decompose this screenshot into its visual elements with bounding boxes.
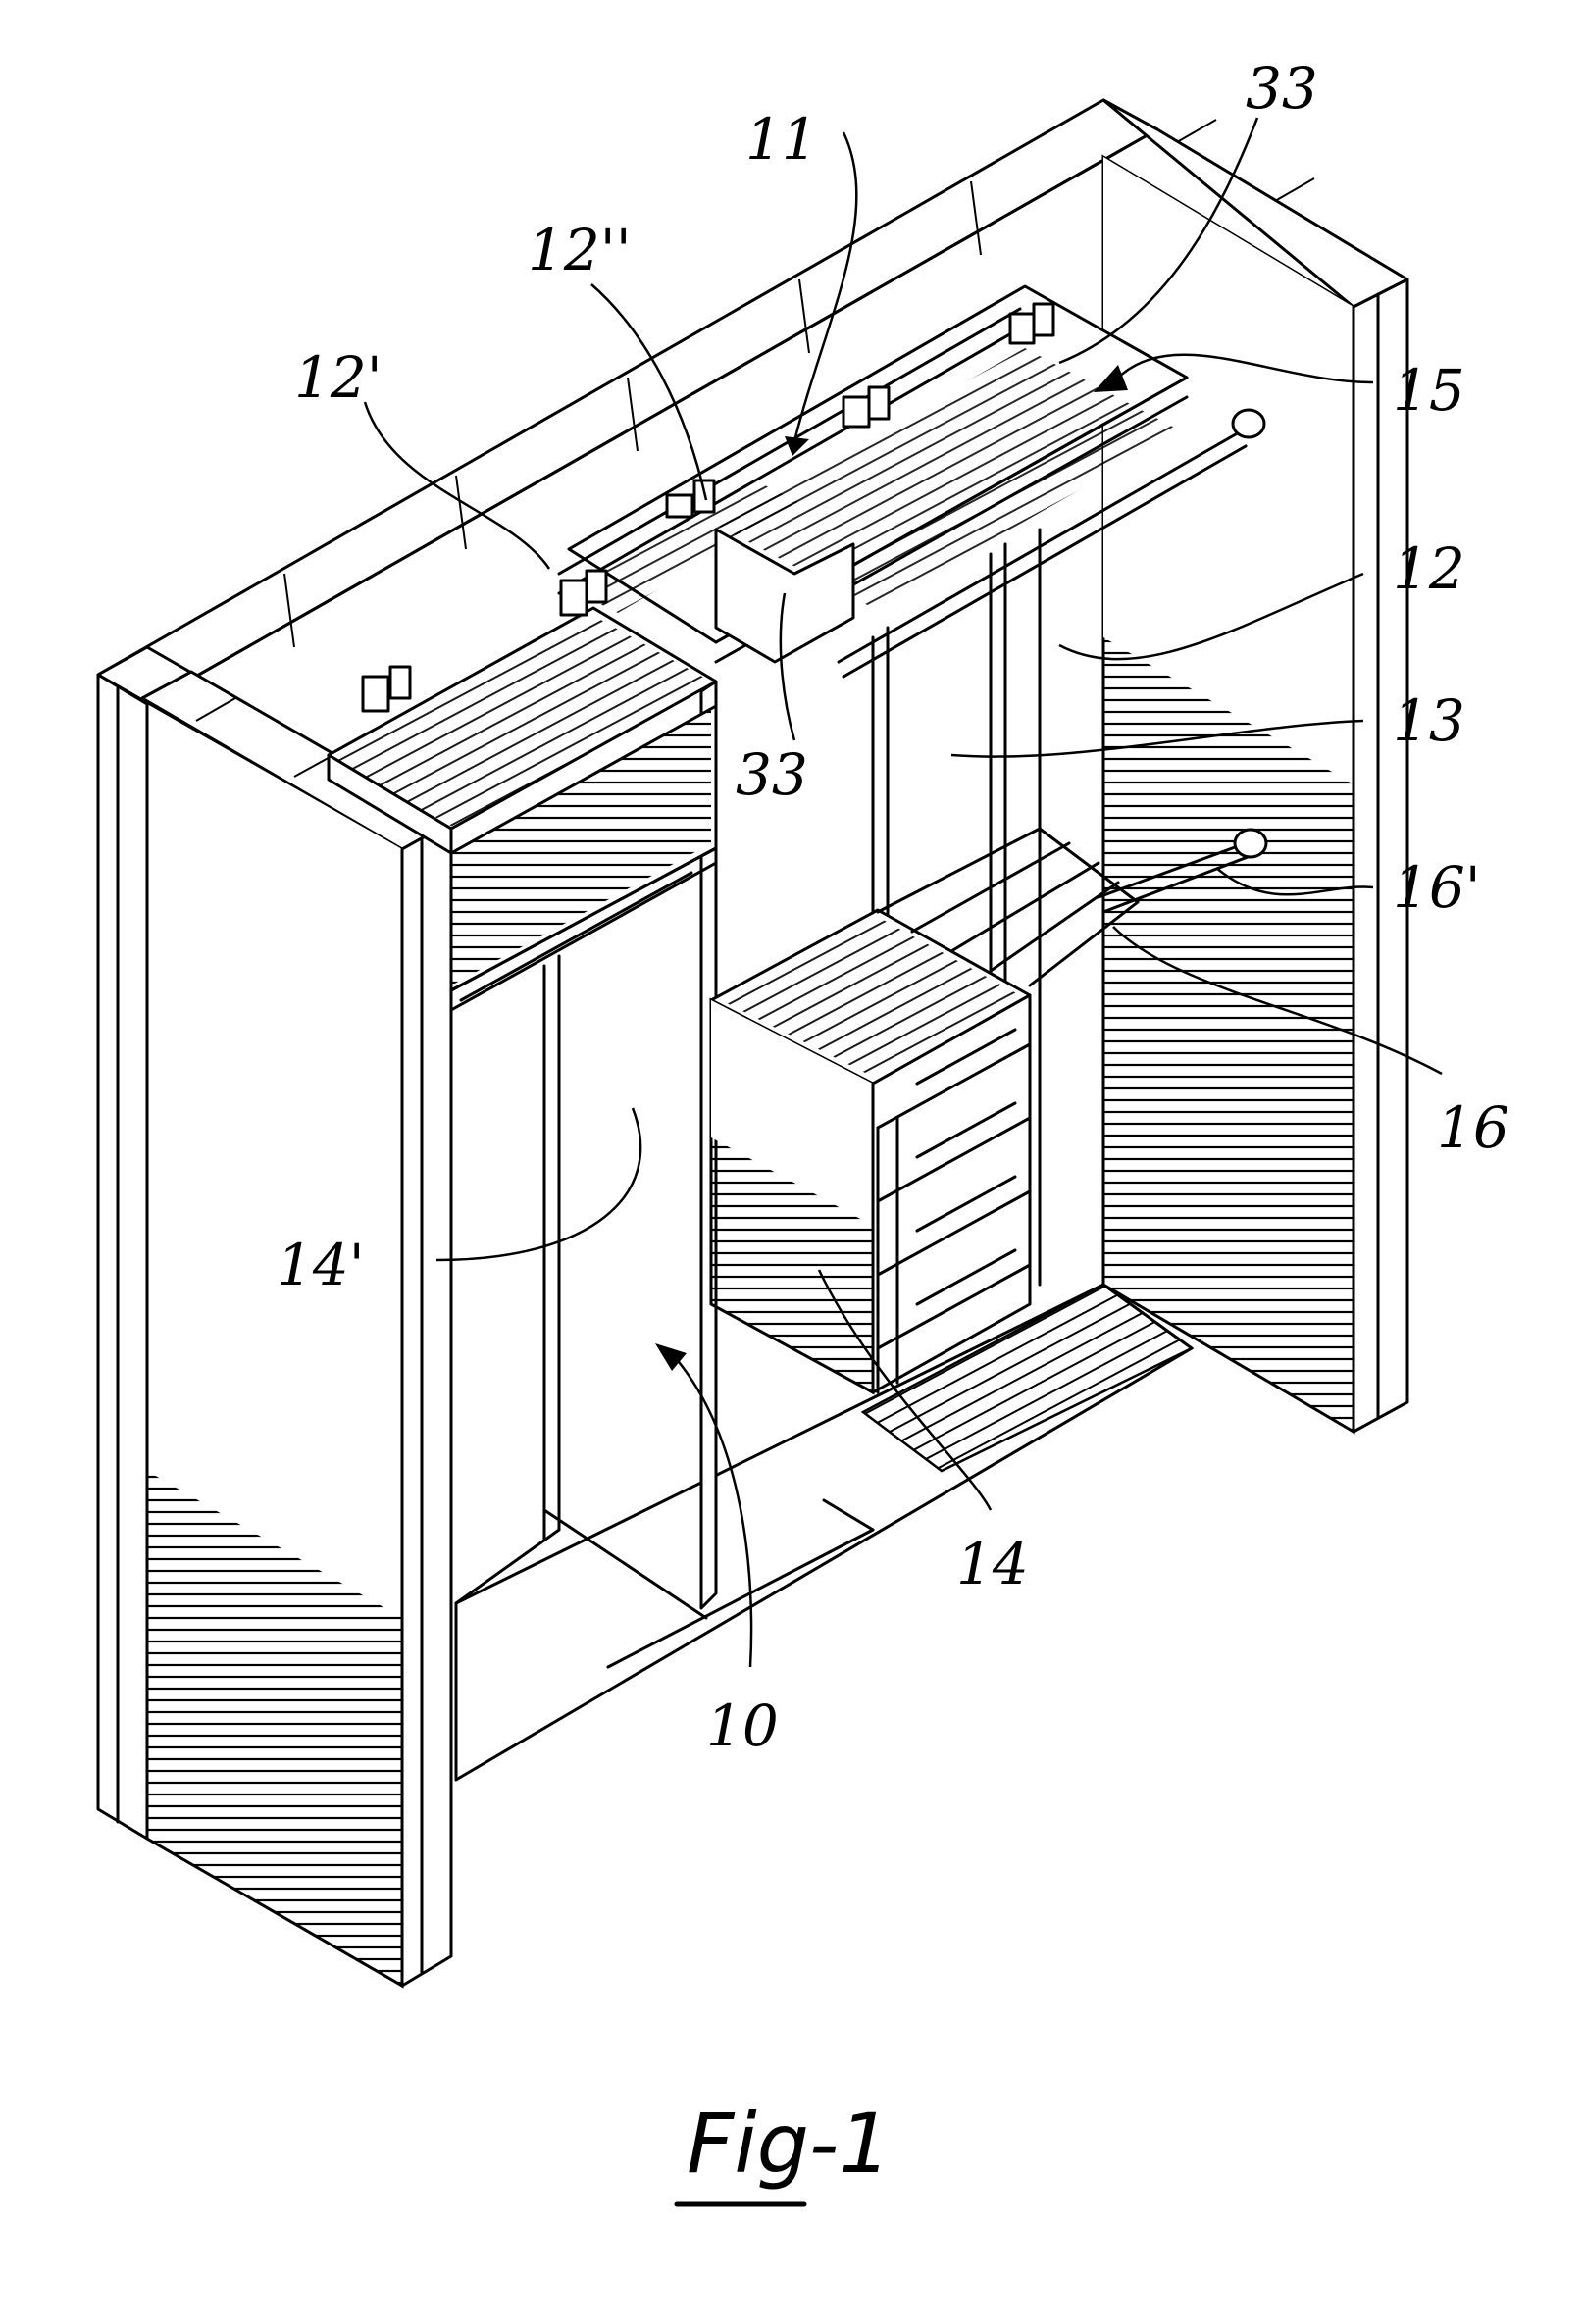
label-14-prime: 14' (277, 1232, 365, 1298)
label-12-double-prime: 12'' (528, 217, 632, 283)
label-12: 12 (1393, 535, 1465, 602)
label-10: 10 (706, 1692, 779, 1759)
label-16: 16 (1437, 1094, 1509, 1161)
bracket-12-prime (561, 571, 606, 615)
label-13: 13 (1393, 687, 1465, 754)
caption-text: Fig-1 (687, 2096, 892, 2192)
label-12-prime: 12' (294, 344, 383, 411)
label-15: 15 (1393, 357, 1465, 424)
label-16-prime: 16' (1393, 854, 1481, 921)
figure-caption: Fig-1 (677, 2096, 892, 2204)
left-side-wall (98, 647, 451, 1986)
label-11: 11 (745, 106, 818, 173)
label-14: 14 (956, 1531, 1029, 1597)
bracket-left (363, 667, 410, 711)
right-side-wall (1103, 100, 1407, 1432)
label-33-top: 33 (1246, 55, 1318, 122)
label-33-lower: 33 (736, 741, 808, 808)
drawer-unit (711, 910, 1030, 1392)
